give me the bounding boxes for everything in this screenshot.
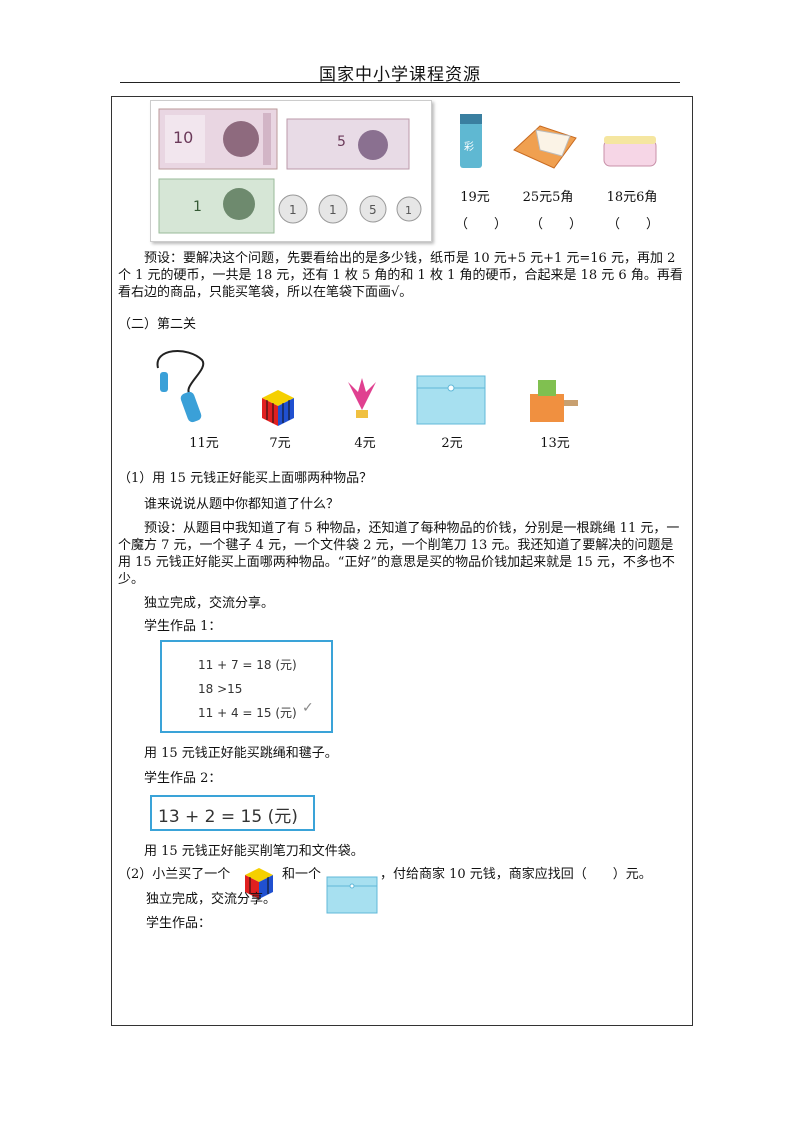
question-2-part-b: 和一个 xyxy=(282,867,322,882)
answer-blank: （ ） xyxy=(607,217,660,232)
svg-text:1: 1 xyxy=(329,203,337,217)
svg-text:5: 5 xyxy=(337,134,346,150)
price-label: 25元5角 xyxy=(522,190,574,205)
price-label: 13元 xyxy=(540,436,570,451)
check-mark-icon: ✓ xyxy=(302,700,314,716)
header-rule xyxy=(120,82,680,83)
svg-text:5: 5 xyxy=(369,203,377,217)
work-label: 学生作品 1： xyxy=(144,619,222,634)
preset-paragraph: 预设：从题目中我知道了有 5 种物品，还知道了每种物品的价钱，分别是一根跳绳 1… xyxy=(118,521,680,587)
student-work-2: 13 + 2 = 15 (元) xyxy=(150,795,315,831)
question-2-part-a: （2）小兰买了一个 xyxy=(118,867,231,882)
instruction-text: 独立完成，交流分享。 xyxy=(144,596,275,611)
work-label: 学生作品： xyxy=(146,916,212,931)
svg-text:1: 1 xyxy=(405,204,412,217)
student-work-1: 11 + 7 = 18 (元) 18 >15 11 + 4 = 15 (元) ✓ xyxy=(160,640,333,733)
money-image: 10 5 1 1 1 5 1 xyxy=(150,100,432,242)
page-title: 国家中小学课程资源 xyxy=(319,65,481,85)
price-label: 18元6角 xyxy=(606,190,658,205)
money-illustration: 10 5 1 1 1 5 1 xyxy=(158,108,422,234)
shuttlecock-icon xyxy=(348,378,376,418)
work-line: 13 + 2 = 15 (元) xyxy=(158,807,298,827)
handkerchief-icon xyxy=(513,125,577,169)
svg-text:1: 1 xyxy=(193,199,202,215)
section-title: （二）第二关 xyxy=(118,317,197,332)
ask-text: 谁来说说从题中你都知道了什么？ xyxy=(144,497,340,512)
answer-blank: （ ） xyxy=(530,217,583,232)
pencil-sharpener-icon xyxy=(530,380,578,422)
preset-paragraph: 预设：要解决这个问题，先要看给出的是多少钱，纸币是 10 元+5 元+1 元=1… xyxy=(118,251,683,300)
file-folder-icon xyxy=(416,375,486,425)
work-line: 11 + 4 = 15 (元) xyxy=(198,706,297,720)
jump-rope-icon xyxy=(156,349,205,423)
svg-text:彩: 彩 xyxy=(464,141,474,153)
rubiks-cube-icon xyxy=(245,868,273,899)
work-line: 11 + 7 = 18 (元) xyxy=(198,658,297,672)
work-line: 18 >15 xyxy=(198,682,243,696)
answer-blank: （ ） xyxy=(455,217,508,232)
price-label: 7元 xyxy=(269,436,291,451)
price-label: 2元 xyxy=(441,436,463,451)
svg-text:1: 1 xyxy=(289,203,297,217)
svg-text:10: 10 xyxy=(173,128,193,147)
price-label: 4元 xyxy=(354,436,376,451)
rubiks-cube-icon xyxy=(262,390,294,426)
content-frame xyxy=(111,96,693,1026)
work-label: 学生作品 2： xyxy=(144,771,222,786)
question-2-part-c: ，付给商家 10 元钱，商家应找回（ ）元。 xyxy=(380,867,652,882)
instruction-text: 独立完成，交流分享。 xyxy=(146,892,277,907)
question-1: （1）用 15 元钱正好能买上面哪两种物品？ xyxy=(118,471,373,486)
work-result: 用 15 元钱正好能买削笔刀和文件袋。 xyxy=(144,844,364,859)
work-result: 用 15 元钱正好能买跳绳和毽子。 xyxy=(144,746,338,761)
price-label: 11元 xyxy=(189,436,219,451)
file-folder-icon xyxy=(326,876,378,914)
price-label: 19元 xyxy=(460,190,490,205)
marker-pen-icon: 彩 xyxy=(460,114,482,168)
pencil-case-icon xyxy=(603,136,657,167)
